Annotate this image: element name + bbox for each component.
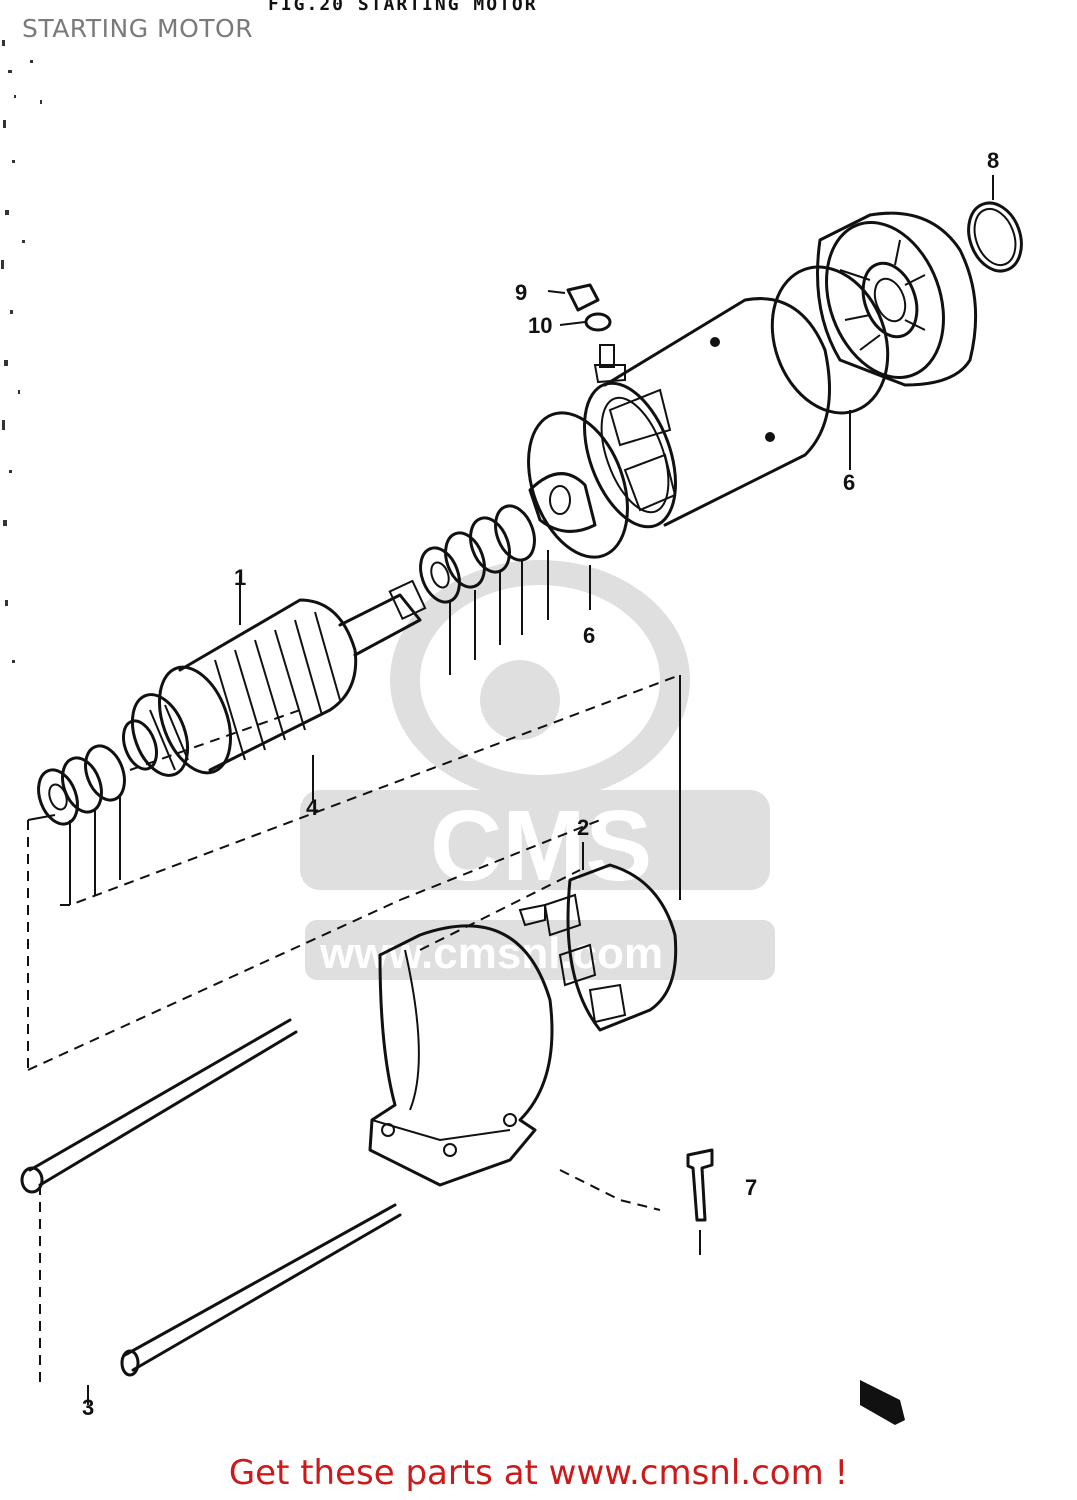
callout-2: 2 <box>577 815 589 840</box>
screw-part-7 <box>686 1148 714 1222</box>
o-ring-part-6-lower <box>527 411 629 559</box>
callout-8: 8 <box>987 148 999 173</box>
front-arrow-icon <box>860 1380 905 1425</box>
watermark-site-text: www.cmsnl.com <box>319 929 663 978</box>
brush-holder-part-2 <box>518 863 678 1032</box>
figure-title: FIG.20 STARTING MOTOR <box>268 0 538 15</box>
through-bolt-lower <box>120 1203 402 1377</box>
page-title: STARTING MOTOR <box>22 14 254 43</box>
assembly-lines <box>27 175 994 1405</box>
watermark-logo-text: CMS <box>430 790 652 902</box>
yoke-housing-part <box>582 297 831 529</box>
footer-link-text[interactable]: Get these parts at www.cmsnl.com ! <box>228 1453 849 1493</box>
thrust-washers-upper <box>419 504 536 604</box>
callout-10: 10 <box>528 313 552 338</box>
callout-3: 3 <box>82 1395 94 1420</box>
callout-6-upper: 6 <box>843 470 855 495</box>
callout-9: 9 <box>515 280 527 305</box>
callout-4: 4 <box>306 795 319 820</box>
callout-7: 7 <box>745 1175 757 1200</box>
o-ring-part-8 <box>967 201 1023 273</box>
cms-watermark-logo: CMS www.cmsnl.com <box>300 560 775 980</box>
callout-1: 1 <box>234 565 246 590</box>
lock-washer-part <box>528 472 597 533</box>
o-ring-part-6-upper <box>770 265 890 415</box>
end-cover-part <box>816 211 978 387</box>
thrust-washers-lower <box>37 744 126 826</box>
through-bolt-upper <box>20 1018 298 1194</box>
scan-noise <box>1 40 42 663</box>
front-housing-part <box>368 924 554 1187</box>
terminal-nut-part-9 <box>566 283 600 312</box>
washer-part-10 <box>584 312 612 332</box>
callout-6-lower: 6 <box>583 623 595 648</box>
armature-part-1 <box>122 579 427 777</box>
